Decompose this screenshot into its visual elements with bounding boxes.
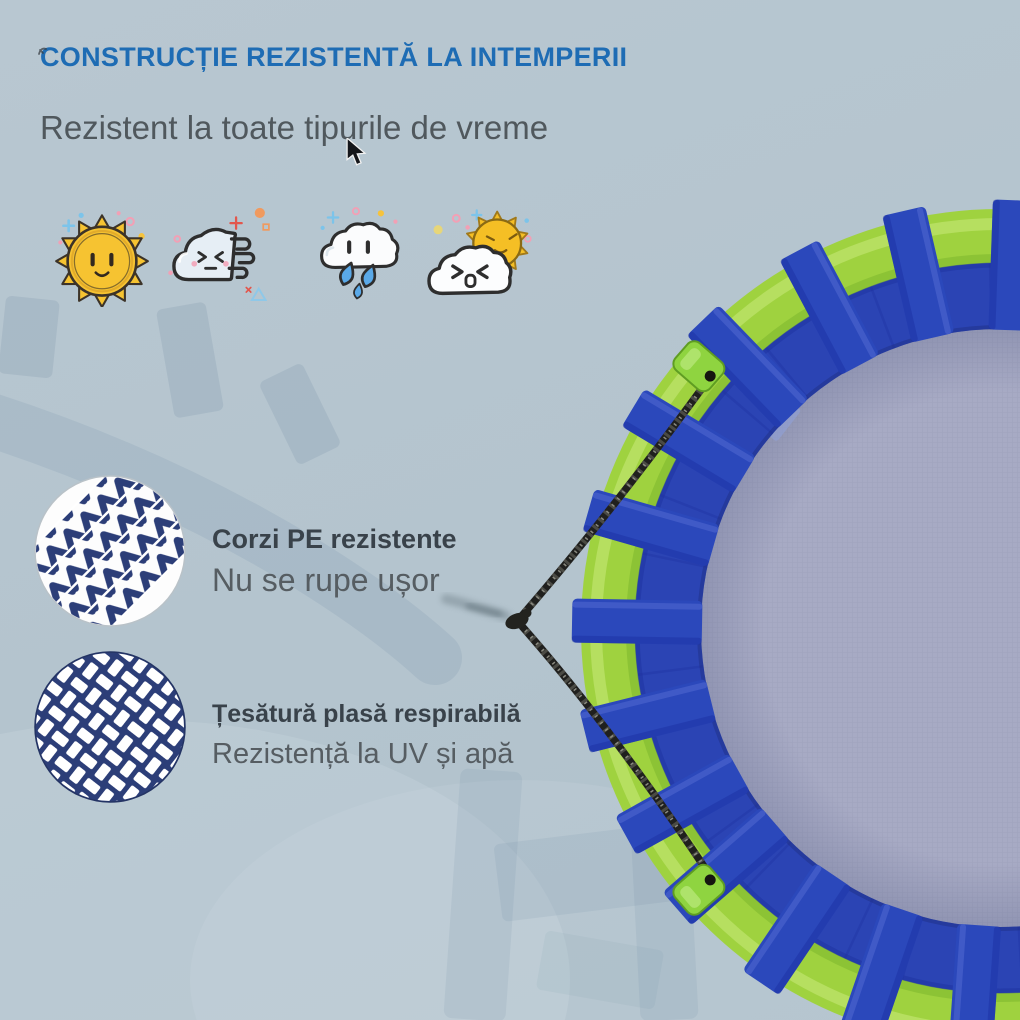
feature-mesh-title: Țesătură plasă respirabilă bbox=[212, 700, 521, 728]
rain-cloud-icon bbox=[308, 205, 408, 309]
smiling-sun-icon bbox=[52, 207, 152, 307]
feature-mesh-subtitle: Rezistență la UV și apă bbox=[212, 738, 514, 770]
rope-knot bbox=[441, 594, 532, 630]
smudge-mark bbox=[38, 47, 47, 55]
nest-swing-photo bbox=[441, 199, 1020, 1020]
woven-mesh-detail-image bbox=[33, 650, 187, 804]
mouse-cursor bbox=[346, 138, 367, 166]
braided-rope-detail-image bbox=[33, 474, 187, 628]
page-subtitle: Rezistent la toate tipurile de vreme bbox=[40, 109, 549, 146]
windy-cloud-icon bbox=[163, 205, 273, 309]
feature-ropes: Corzi PE rezistente Nu se rupe ușor bbox=[212, 524, 457, 599]
page-title: CONSTRUCȚIE REZISTENTĂ LA INTEMPERII bbox=[40, 42, 628, 72]
sun-behind-cloud-icon bbox=[422, 207, 536, 307]
feature-ropes-title: Corzi PE rezistente bbox=[212, 524, 457, 554]
swing-ropes bbox=[441, 373, 715, 880]
header: CONSTRUCȚIE REZISTENTĂ LA INTEMPERII Rez… bbox=[40, 42, 680, 147]
feature-mesh: Țesătură plasă respirabilă Rezistență la… bbox=[212, 700, 520, 771]
feature-ropes-subtitle: Nu se rupe ușor bbox=[212, 562, 440, 598]
swing-mesh bbox=[698, 326, 1020, 930]
